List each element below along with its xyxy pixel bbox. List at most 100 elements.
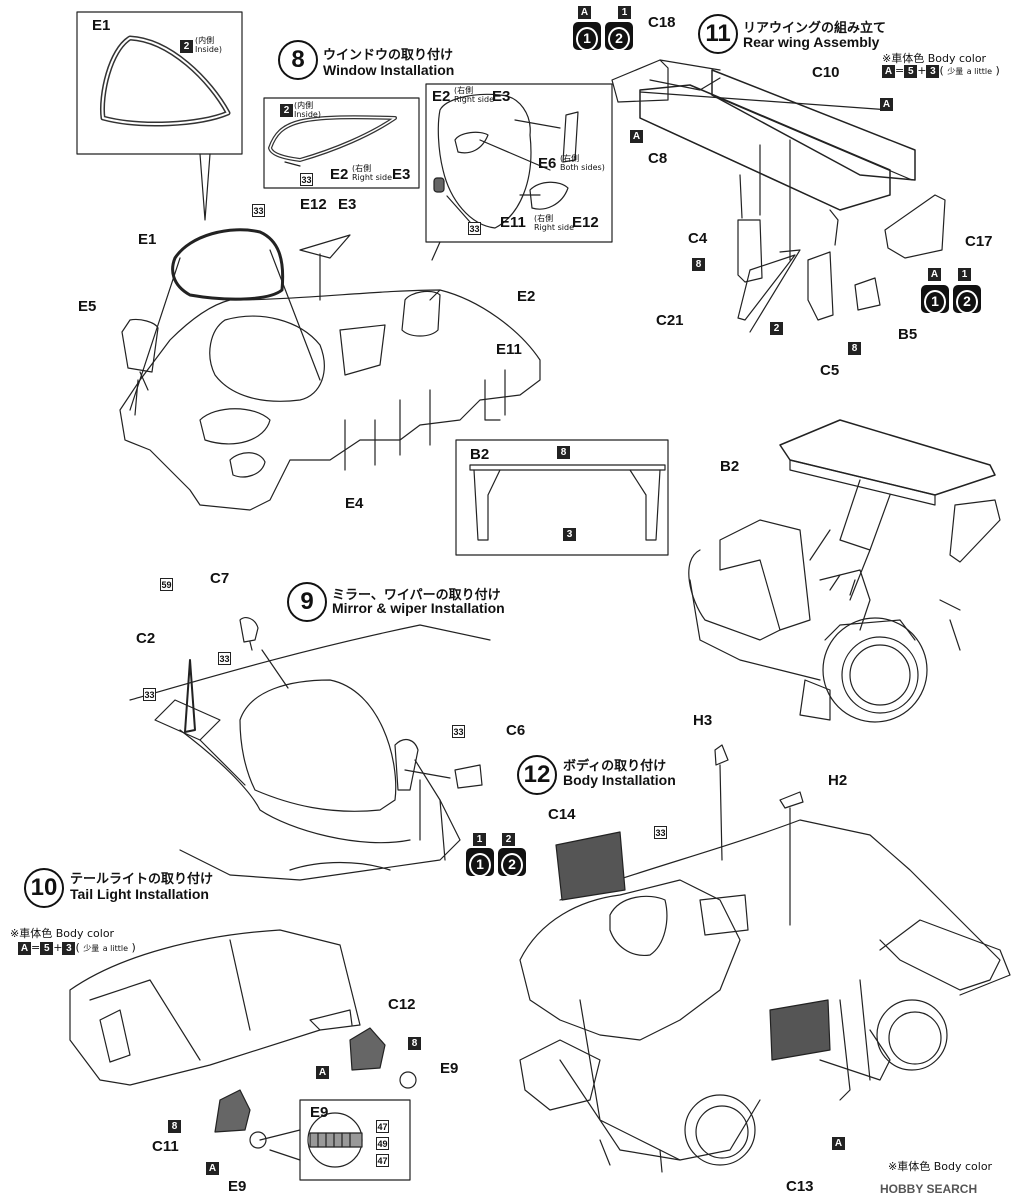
color-a-c12: A: [316, 1066, 329, 1079]
badge-1-c18: 1: [573, 22, 601, 51]
e1-detail-box: [76, 11, 243, 155]
e1-detail-pointer: [199, 153, 211, 221]
color-a-c13: A: [832, 1137, 845, 1150]
color-8-c12: 8: [408, 1037, 421, 1050]
label-e1: E1: [138, 231, 157, 248]
badge-2-c18: 2: [605, 22, 633, 51]
label-c11: C11: [152, 1138, 179, 1155]
label-e5: E5: [78, 298, 97, 315]
label-e9-right: E9: [440, 1060, 459, 1077]
color-2-inside-e1: 2: [180, 40, 193, 53]
color-47-top: 47: [376, 1120, 389, 1133]
label-e11: E11: [496, 341, 522, 358]
step-12-number: 12: [517, 755, 557, 795]
label-c6: C6: [506, 722, 526, 739]
label-e11-side: E11: [500, 214, 526, 231]
body-color-formula-10: A=5+3( 少量 a little ): [18, 941, 136, 955]
step-8-title-jp: ウインドウの取り付け: [323, 48, 454, 63]
label-c5: C5: [820, 362, 840, 379]
badge-2-c17: 2: [953, 285, 981, 314]
body-color-formula-11: A=5+3( 少量 a little ): [882, 64, 1000, 78]
label-c13: C13: [786, 1178, 814, 1195]
label-e3: E3: [338, 196, 357, 213]
color-8-c4: 8: [692, 258, 705, 271]
label-e6: E6: [538, 155, 557, 172]
label-e9-detail: E9: [310, 1104, 329, 1121]
label-e12-side: E12: [572, 214, 599, 231]
body-color-note-12: ※車体色 Body color: [888, 1160, 993, 1173]
body-color-note-10: ※車体色 Body color: [10, 927, 115, 940]
step-9-title-jp: ミラー、ワイパーの取り付け: [332, 588, 501, 603]
step-8-number: 8: [278, 40, 318, 80]
badge-1-c17: 1: [921, 285, 949, 314]
color-33-c7: 33: [218, 652, 231, 665]
color-8-b2: 8: [557, 446, 570, 459]
step-9-number: 9: [287, 582, 327, 622]
badge-2-c6: 2: [498, 848, 526, 877]
label-e2-side: E2: [432, 88, 451, 105]
body-color-note-11: ※車体色 Body color: [882, 52, 987, 65]
e9-detail-box: [299, 1099, 411, 1181]
color-2-inside-window: 2: [280, 104, 293, 117]
step-10-number: 10: [24, 868, 64, 908]
label-e4: E4: [345, 495, 364, 512]
step-9-title-en: Mirror & wiper Installation: [332, 600, 505, 616]
label-c10: C10: [812, 64, 840, 81]
label-b2: B2: [720, 458, 740, 475]
color-49: 49: [376, 1137, 389, 1150]
label-c2: C2: [136, 630, 156, 647]
color-a-c18: A: [578, 6, 591, 19]
color-33-side: 33: [468, 222, 481, 235]
color-a-c11: A: [206, 1162, 219, 1175]
color-a-c8: A: [630, 130, 643, 143]
label-h2: H2: [828, 772, 848, 789]
label-c14: C14: [548, 806, 576, 823]
label-c12: C12: [388, 996, 416, 1013]
label-e1-detail: E1: [92, 17, 111, 34]
color-59-c7: 59: [160, 578, 173, 591]
label-e12: E12: [300, 196, 327, 213]
step-11-title-jp: リアウイングの組み立て: [743, 21, 887, 36]
label-e3-side: E3: [492, 88, 511, 105]
badge-1-c6: 1: [466, 848, 494, 877]
label-c21: C21: [656, 312, 684, 329]
color-2-c21: 2: [770, 322, 783, 335]
label-b5: B5: [898, 326, 918, 343]
color-a-c10: A: [880, 98, 893, 111]
step-12-title-jp: ボディの取り付け: [563, 759, 667, 774]
label-c4: C4: [688, 230, 708, 247]
b2-detail-box: [455, 439, 669, 556]
step-11-title-en: Rear wing Assembly: [743, 34, 880, 50]
color-33-c2: 33: [143, 688, 156, 701]
label-e2-window: E2: [330, 166, 349, 183]
color-3-b2: 3: [563, 528, 576, 541]
label-c8: C8: [648, 150, 668, 167]
label-e2: E2: [517, 288, 536, 305]
color-1-c18: 1: [618, 6, 631, 19]
label-h3: H3: [693, 712, 713, 729]
label-c18: C18: [648, 14, 676, 31]
color-33-c6: 33: [452, 725, 465, 738]
step-10-title-jp: テールライトの取り付け: [70, 872, 214, 887]
label-e9-bottom: E9: [228, 1178, 247, 1195]
window-detail-box: [263, 97, 420, 189]
color-1-c17: 1: [958, 268, 971, 281]
color-1-c6: 1: [473, 833, 486, 846]
color-8-c11: 8: [168, 1120, 181, 1133]
color-33-e1: 33: [252, 204, 265, 217]
step-8-title-en: Window Installation: [323, 62, 455, 78]
step-10-title-en: Tail Light Installation: [70, 886, 209, 902]
label-e3-window: E3: [392, 166, 411, 183]
side-window-detail-box: [425, 83, 613, 243]
step-11-number: 11: [698, 14, 738, 54]
color-a-c17: A: [928, 268, 941, 281]
color-47-bottom: 47: [376, 1154, 389, 1167]
label-c7: C7: [210, 570, 230, 587]
label-b2-detail: B2: [470, 446, 490, 463]
